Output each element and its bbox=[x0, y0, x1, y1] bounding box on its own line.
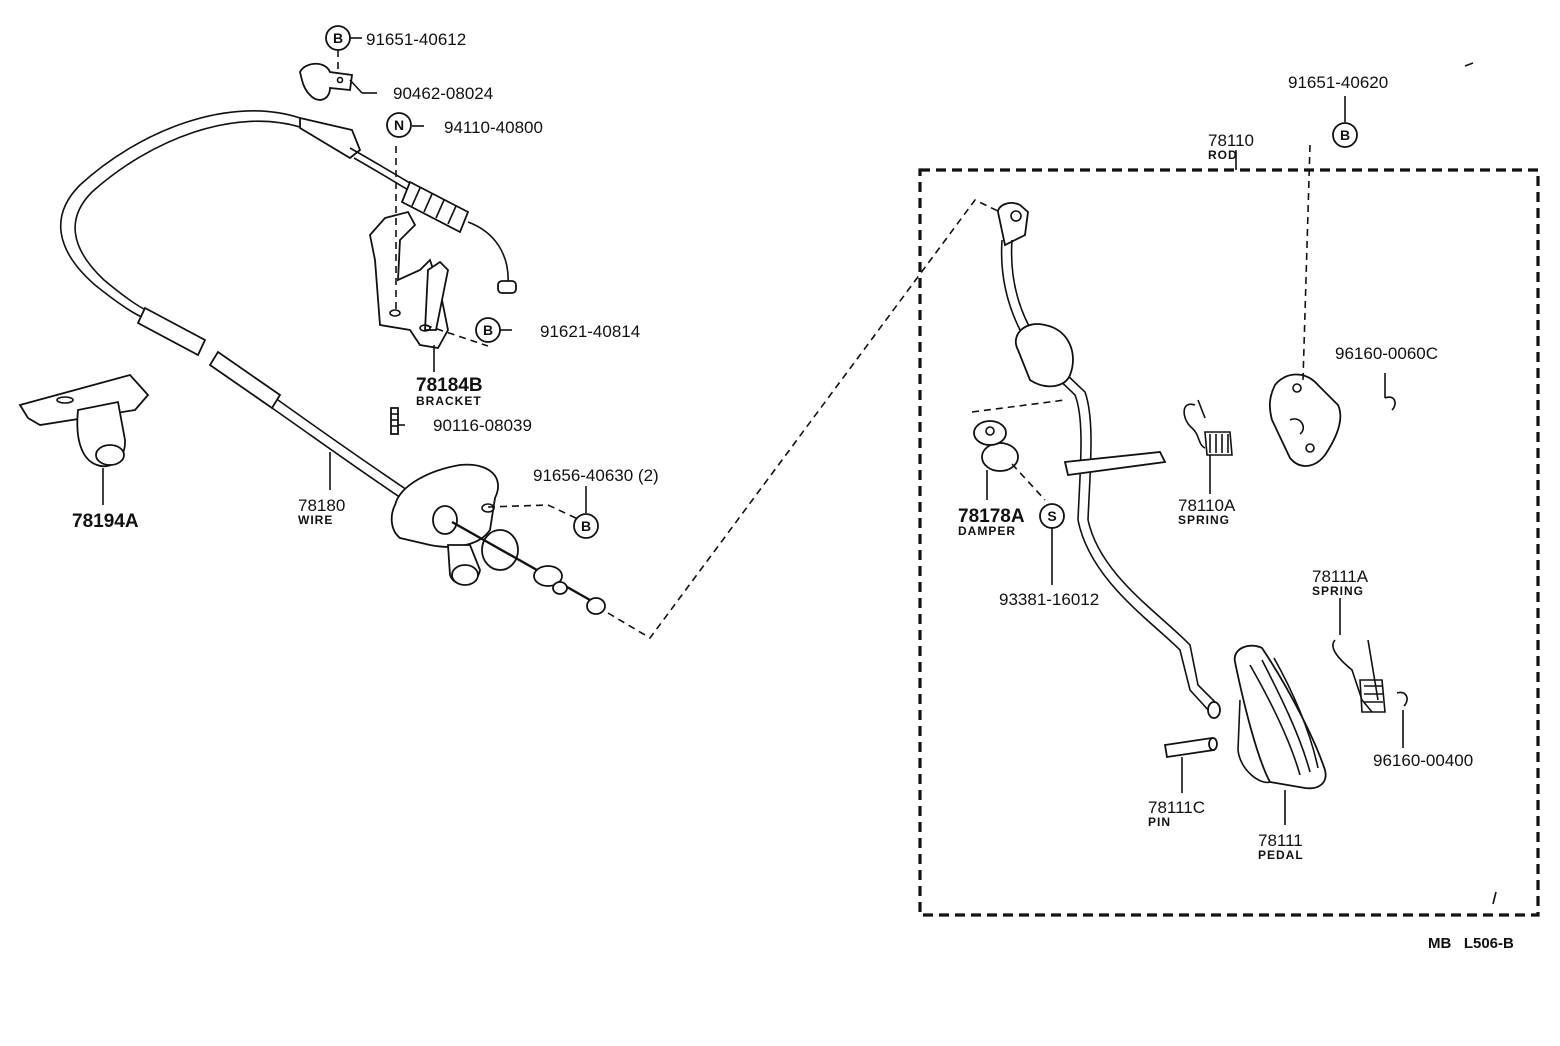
rod-assembly-boundary bbox=[918, 168, 1540, 917]
pin-78111c bbox=[1163, 736, 1218, 759]
callout-number: 94110-40800 bbox=[444, 118, 543, 137]
callout-symbol-c4: B bbox=[475, 317, 501, 343]
part-number: 78110A bbox=[1178, 496, 1236, 515]
part-label: BRACKET bbox=[416, 394, 482, 408]
callout-number: 93381-16012 bbox=[999, 590, 1099, 609]
part-number: 78194A bbox=[72, 511, 139, 532]
callout-number: 96160-00400 bbox=[1373, 751, 1473, 770]
callout-symbol-c3: N bbox=[386, 112, 412, 138]
pedal-78111 bbox=[1233, 644, 1327, 790]
svg-text:N: N bbox=[394, 117, 404, 133]
clamp-90462 bbox=[299, 62, 354, 101]
part-label: PIN bbox=[1148, 815, 1171, 829]
svg-text:S: S bbox=[1047, 508, 1056, 524]
part-number: 78178A bbox=[958, 506, 1025, 527]
callout-number: 91621-40814 bbox=[540, 322, 640, 341]
pedal-support-bracket bbox=[1268, 373, 1396, 467]
damper-78178a bbox=[971, 399, 1066, 501]
link-line-wire-rod bbox=[607, 198, 1001, 640]
box-number: 78110 bbox=[1208, 131, 1254, 150]
part-label: PEDAL bbox=[1258, 848, 1304, 862]
bracket-78184b bbox=[369, 210, 449, 349]
callout-number: 90116-08039 bbox=[433, 416, 532, 435]
callout-symbol-c7: B bbox=[1332, 122, 1358, 148]
diagram-reference-code: MB L506-B bbox=[1428, 935, 1514, 952]
leader-lines bbox=[102, 37, 1404, 825]
callout-symbol-c9: S bbox=[1039, 503, 1065, 529]
part-number: 78184B bbox=[416, 375, 483, 396]
box-label: ROD bbox=[1208, 148, 1238, 162]
part-number: 78180 bbox=[298, 496, 345, 515]
svg-text:B: B bbox=[1340, 127, 1350, 143]
rod-78110 bbox=[997, 202, 1221, 719]
svg-text:B: B bbox=[581, 518, 591, 534]
part-label: SPRING bbox=[1312, 584, 1364, 598]
callout-number: 90462-08024 bbox=[393, 84, 493, 103]
svg-text:B: B bbox=[333, 30, 343, 46]
part-number: 78111A bbox=[1312, 567, 1369, 586]
callout-number: 91651-40612 bbox=[366, 30, 466, 49]
grommet-assembly bbox=[390, 463, 606, 615]
callout-number: 91656-40630 (2) bbox=[533, 466, 659, 485]
bolt-90116 bbox=[390, 407, 399, 435]
spring-78111a bbox=[1332, 639, 1408, 713]
part-number: 78111 bbox=[1258, 831, 1303, 850]
part-number: 78111C bbox=[1148, 798, 1205, 817]
callout-number: 96160-0060C bbox=[1335, 344, 1438, 363]
bracket-78194a bbox=[18, 373, 150, 468]
callout-symbol-c6: B bbox=[573, 513, 599, 539]
svg-text:B: B bbox=[483, 322, 493, 338]
callout-symbol-c1: B bbox=[325, 25, 351, 51]
callout-number: 91651-40620 bbox=[1288, 73, 1388, 92]
accelerator-cable bbox=[59, 110, 517, 501]
part-label: DAMPER bbox=[958, 524, 1016, 538]
part-label: WIRE bbox=[298, 513, 333, 527]
part-label: SPRING bbox=[1178, 513, 1230, 527]
spring-78110a bbox=[1183, 399, 1233, 456]
